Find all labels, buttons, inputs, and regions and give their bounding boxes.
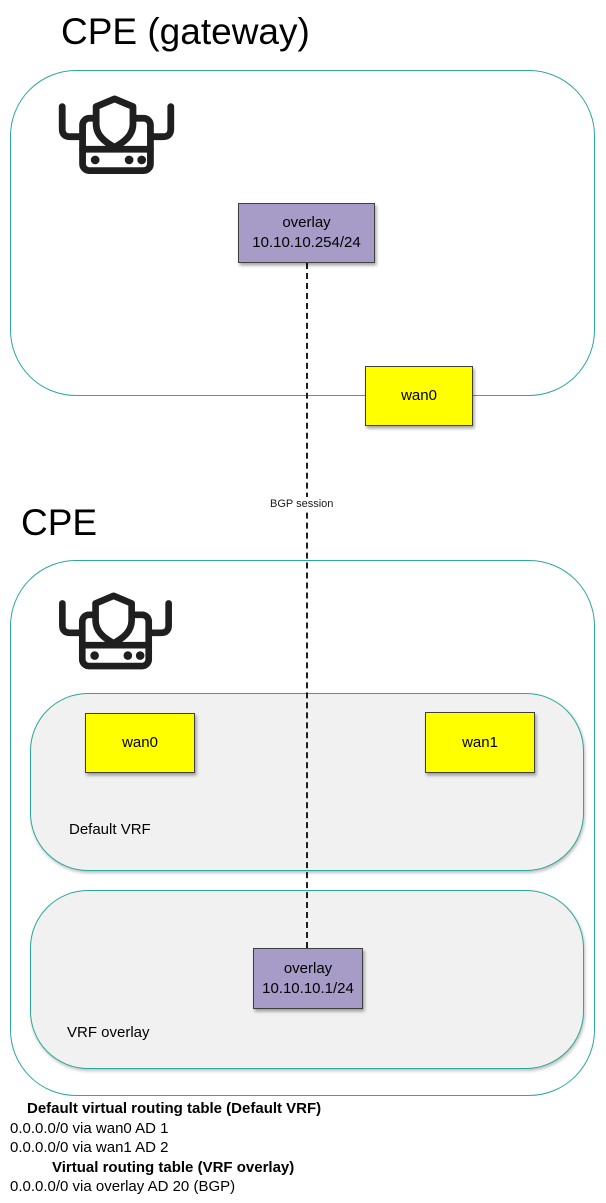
gateway-overlay-interface: overlay 10.10.10.254/24: [238, 203, 375, 263]
interface-name: wan1: [462, 733, 498, 751]
route-entry: 0.0.0.0/0 via wan0 AD 1: [10, 1119, 169, 1137]
gateway-title: CPE (gateway): [61, 11, 310, 52]
vrf-overlay-label: VRF overlay: [67, 1024, 150, 1041]
router-shield-icon: [53, 95, 180, 190]
cpe-wan0-interface: wan0: [85, 713, 195, 773]
interface-address: 10.10.10.1/24: [262, 979, 354, 997]
interface-name: wan0: [401, 387, 437, 404]
gateway-wan0-interface: wan0: [365, 366, 473, 426]
bgp-session-label: BGP session: [268, 497, 336, 511]
router-shield-icon: [52, 592, 179, 685]
route-entry: 0.0.0.0/0 via wan1 AD 2: [10, 1139, 169, 1156]
vrf-overlay-routing-heading: Virtual routing table (VRF overlay): [52, 1158, 295, 1176]
default-vrf-label: Default VRF: [69, 821, 151, 838]
interface-name: wan0: [122, 734, 158, 751]
default-vrf-routing-heading: Default virtual routing table (Default V…: [27, 1100, 322, 1117]
cpe-title: CPE: [21, 502, 98, 543]
cpe-overlay-interface: overlay 10.10.10.1/24: [253, 948, 363, 1009]
interface-name: overlay: [282, 214, 331, 231]
interface-name: overlay: [283, 959, 333, 977]
routing-tables: Default virtual routing table (Default V…: [10, 1099, 321, 1197]
cpe-wan1-interface: wan1: [425, 712, 535, 773]
route-entry: 0.0.0.0/0 via overlay AD 20 (BGP): [10, 1178, 236, 1195]
bgp-session-line: [306, 263, 308, 948]
interface-address: 10.10.10.254/24: [252, 234, 361, 251]
